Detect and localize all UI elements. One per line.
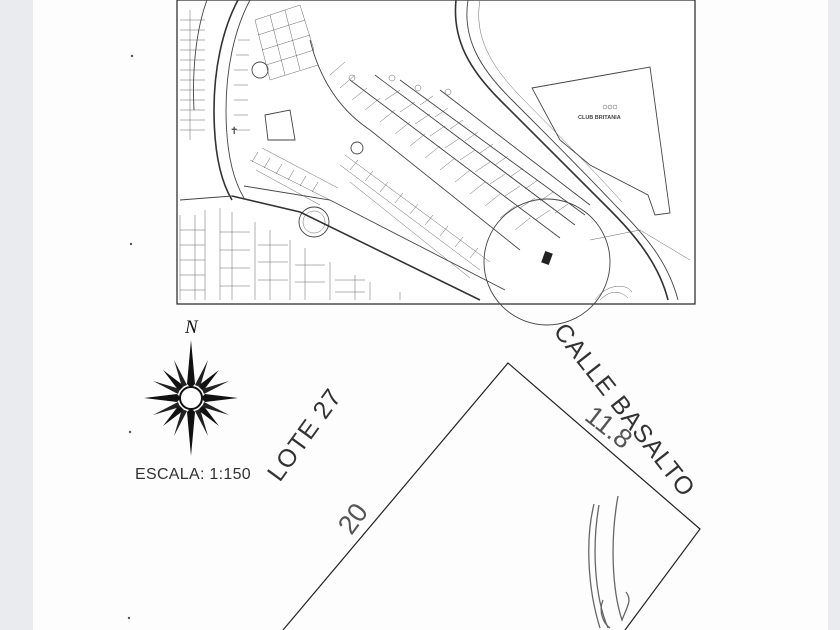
location-map: CLUB BRITANIA xyxy=(176,0,696,326)
roundabout-west-inner xyxy=(302,210,326,234)
right-margin xyxy=(828,0,840,630)
north-label: N xyxy=(185,317,198,338)
lots-upper-left xyxy=(180,4,319,140)
rail-line-2 xyxy=(478,0,623,203)
site-lot-marker xyxy=(541,250,553,266)
site-access-road xyxy=(589,229,691,261)
site-location-circle xyxy=(483,198,611,326)
site-loop-road xyxy=(594,285,633,301)
rail-line-parallel xyxy=(466,0,679,301)
boulevard-far-west xyxy=(193,0,208,111)
avenue-west-link xyxy=(179,195,233,201)
club-ring-2 xyxy=(607,104,613,110)
roundabout-small xyxy=(350,141,364,155)
margin-marks xyxy=(127,54,134,620)
club-ring-3 xyxy=(612,104,618,110)
location-map-frame xyxy=(176,0,696,305)
roundabout-north xyxy=(251,61,269,79)
club-parcel xyxy=(531,66,671,216)
club-ring-1 xyxy=(602,104,608,110)
roundabout-west xyxy=(298,206,330,238)
site-loop-road-2 xyxy=(599,292,629,301)
boulevard-west-inner xyxy=(225,0,251,199)
scale-label: ESCALA: 1:150 xyxy=(135,466,251,483)
lots-lower xyxy=(179,208,401,300)
compass-rose-icon xyxy=(144,340,238,456)
rail-line xyxy=(454,0,669,301)
left-margin xyxy=(0,0,33,630)
club-label: CLUB BRITANIA xyxy=(578,115,621,121)
lots-diagonal xyxy=(249,39,591,279)
signature-scribble xyxy=(588,495,630,629)
boulevard-west xyxy=(213,0,239,201)
plaza-block xyxy=(264,109,296,141)
avenue-diagonal xyxy=(231,195,481,301)
church-cross-icon: ✝ xyxy=(230,126,238,137)
lot-27-polygon xyxy=(282,362,701,630)
